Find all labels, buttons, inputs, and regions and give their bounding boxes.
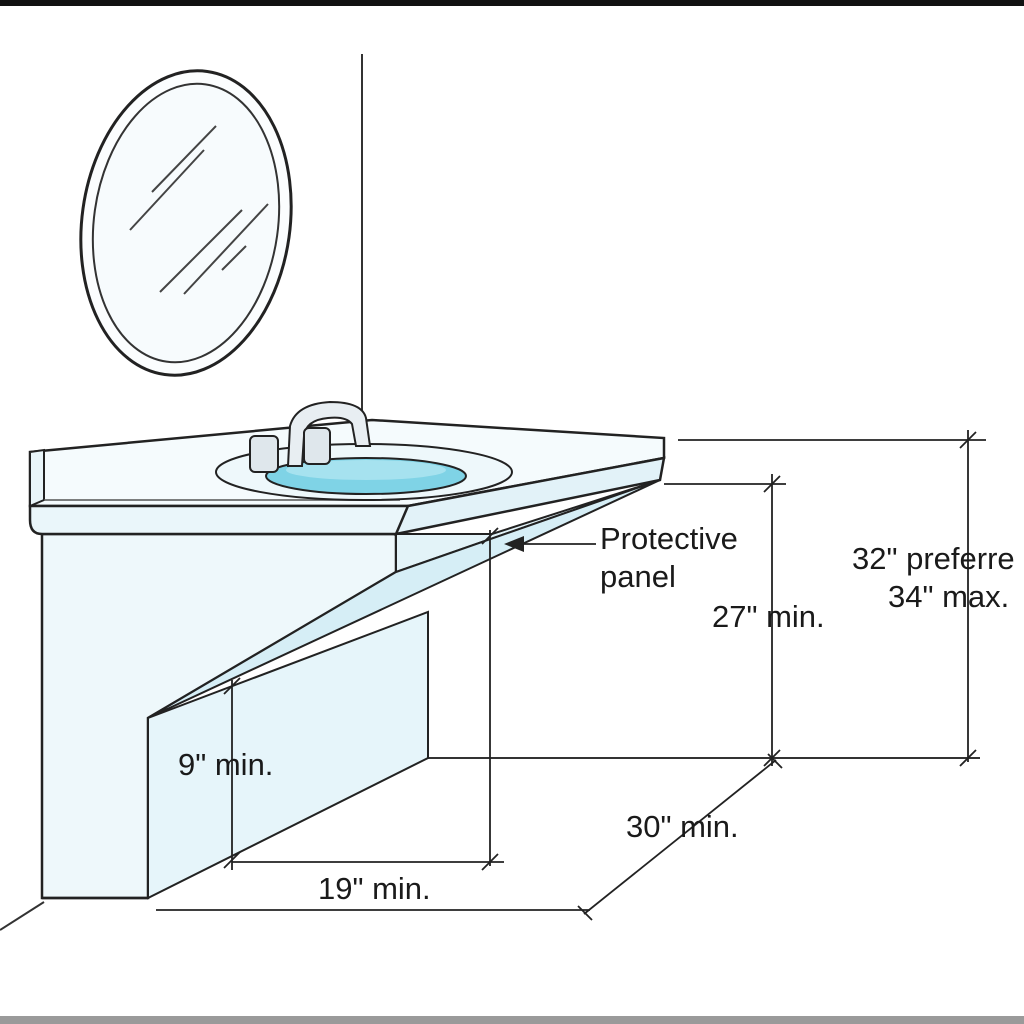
bottom-border bbox=[0, 1016, 1024, 1024]
top-border bbox=[0, 0, 1024, 6]
protective-panel-label: Protective panel bbox=[600, 520, 738, 596]
mirror bbox=[79, 69, 293, 377]
knee-height-label: 27" min. bbox=[712, 599, 825, 634]
protective-panel-label-line1: Protective bbox=[600, 521, 738, 556]
counter-height-max-label: 34" max. bbox=[888, 579, 1010, 614]
counter-height-preferred-label: 32" preferre bbox=[852, 541, 1015, 576]
toe-depth-label: 19" min. bbox=[318, 871, 431, 906]
vanity-cabinet bbox=[40, 479, 661, 900]
protective-panel-label-line2: panel bbox=[600, 559, 676, 594]
floor-line-left bbox=[0, 901, 45, 931]
protective-panel-shape bbox=[147, 479, 661, 719]
toe-height-label: 9" min. bbox=[178, 747, 274, 782]
faucet bbox=[249, 400, 372, 473]
knee-depth-label: 30" min. bbox=[626, 809, 739, 844]
leader-arrowhead bbox=[504, 536, 524, 552]
dimension-lines bbox=[156, 430, 986, 921]
